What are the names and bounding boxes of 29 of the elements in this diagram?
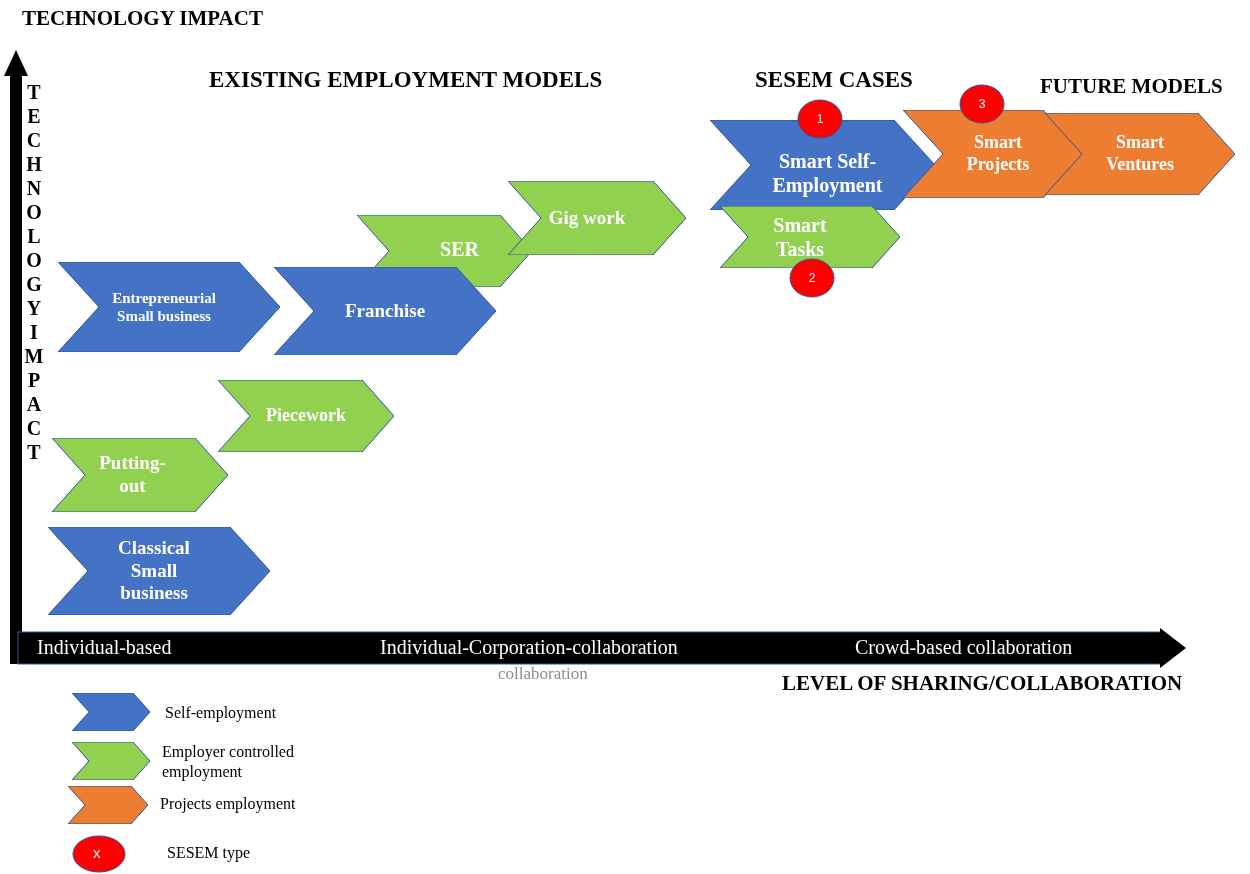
legend-text: Employer controlled employment	[162, 742, 295, 782]
section-heading: EXISTING EMPLOYMENT MODELS	[209, 68, 603, 91]
axis-segment-label: Individual-Corporation-collaboration	[380, 637, 678, 657]
section-heading: FUTURE MODELS	[1040, 76, 1223, 97]
chevron-label: Smart Tasks	[772, 213, 828, 261]
axis-title: TECHNOLOGY IMPACT	[22, 8, 263, 29]
legend-text: Projects employment	[160, 794, 297, 814]
legend-swatch-mark: x	[93, 845, 101, 860]
chevron-label: SER	[440, 237, 479, 261]
chevron-label: Smart Ventures	[1105, 132, 1175, 176]
legend-text: SESEM type	[167, 843, 252, 863]
chevron-label: Franchise	[344, 299, 426, 323]
type-number: 3	[978, 96, 986, 112]
chevron-label: Classical Small business	[117, 536, 191, 606]
type-number: 1	[816, 111, 824, 127]
chevron-label: Gig work	[548, 206, 626, 230]
axis-segment-label: Individual-based	[37, 637, 172, 657]
section-heading: SESEM CASES	[755, 68, 913, 91]
chevron-label: Putting-out	[98, 452, 167, 498]
faint-label: collaboration	[498, 665, 588, 682]
legend-text: Self-employment	[165, 703, 278, 723]
type-number: 2	[808, 270, 816, 286]
chevron-label: Entrepreneurial Small business	[111, 289, 217, 325]
chevron-label: Smart Projects	[965, 132, 1031, 176]
chevron-label: Smart Self-Employment	[771, 149, 884, 197]
chevron-label: Piecework	[266, 405, 346, 427]
axis-segment-label: Crowd-based collaboration	[855, 637, 1073, 657]
vertical-axis-label: TECHNOLOGY IMPACT	[24, 80, 44, 464]
axis-title: LEVEL OF SHARING/COLLABORATION	[782, 673, 1183, 694]
